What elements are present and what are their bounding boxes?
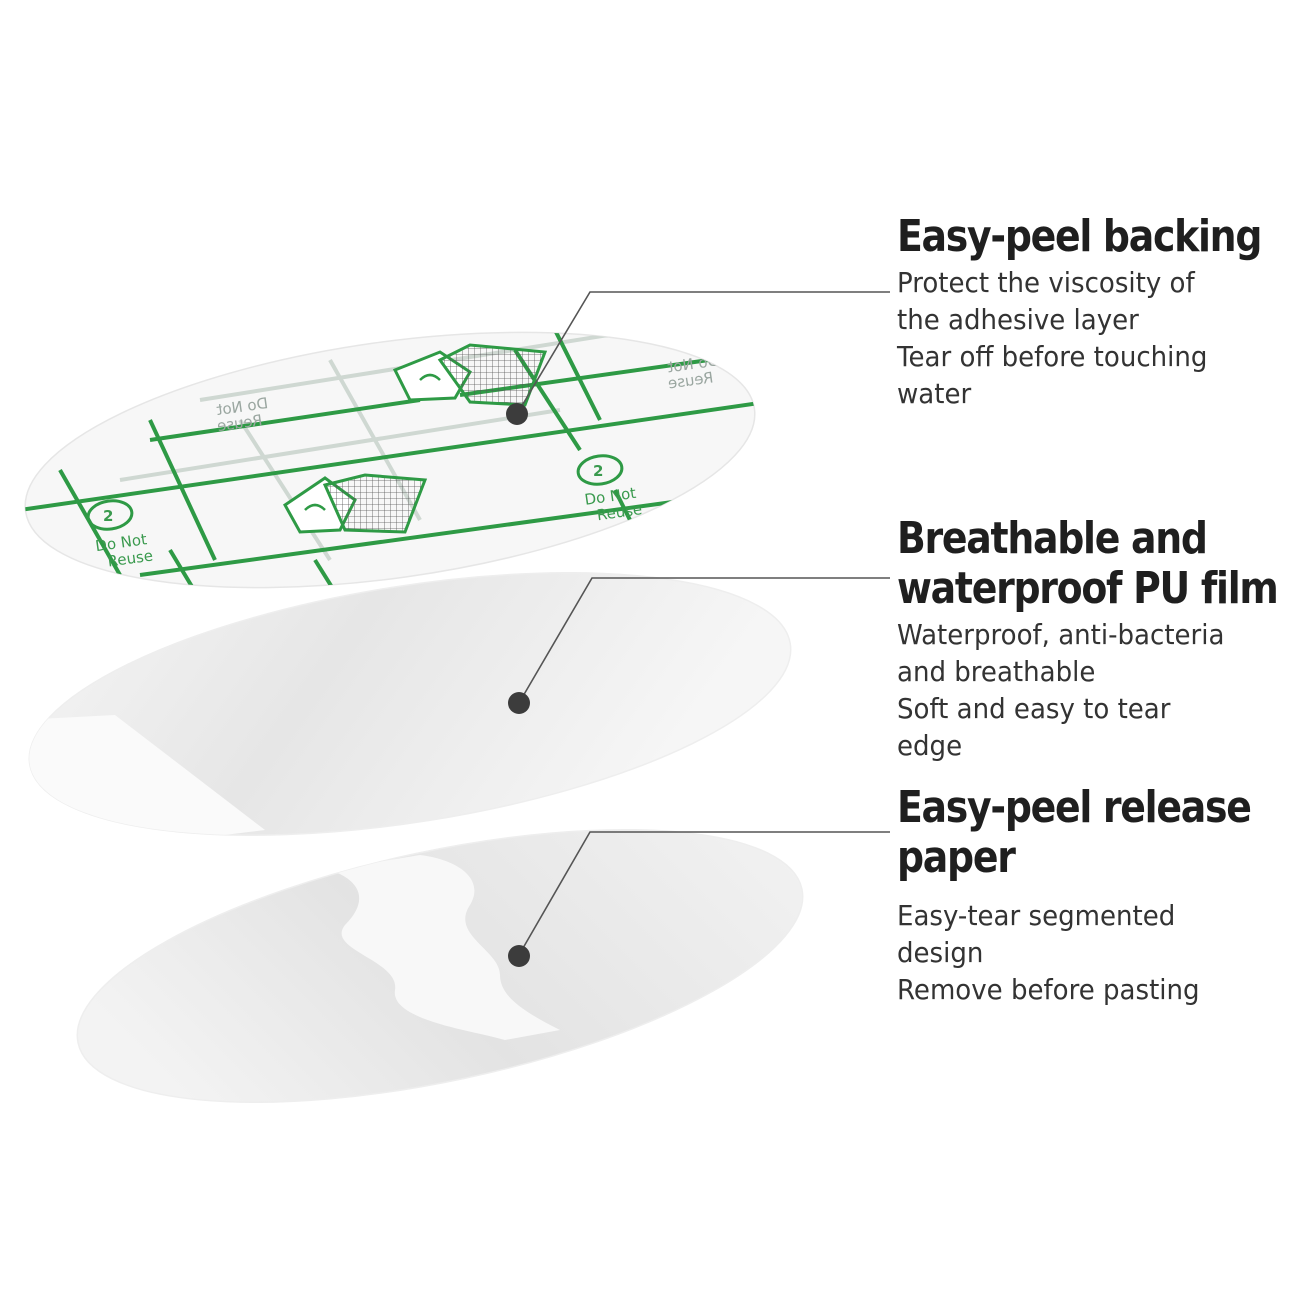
segment-strip xyxy=(330,855,560,1040)
callout-description: Easy-tear segmented design Remove before… xyxy=(897,899,1200,1006)
callout-release-paper: Easy-peel release paper Easy-tear segmen… xyxy=(897,783,1287,1008)
numbered-mark-icon: 2 xyxy=(86,499,134,531)
numbered-mark-icon: 2 xyxy=(576,454,624,486)
callout-film: Breathable and waterproof PU film Waterp… xyxy=(897,514,1287,764)
peel-symbol-icon xyxy=(392,343,548,407)
leader-line xyxy=(516,291,890,956)
callout-title: Breathable and waterproof PU film xyxy=(897,513,1279,614)
peel-symbol-icon xyxy=(283,473,428,534)
release-paper-layer xyxy=(76,828,804,1104)
svg-text:2: 2 xyxy=(103,507,113,525)
callout-backing: Easy-peel backing Protect the viscosity … xyxy=(897,212,1287,412)
svg-text:2: 2 xyxy=(593,462,603,480)
callout-title: Easy-peel release paper xyxy=(897,782,1252,883)
pointer-dot xyxy=(508,692,530,714)
backing-layer: 2 2 Do Not Reuse Do Not Reuse Do Not Reu… xyxy=(19,328,771,602)
callout-title: Easy-peel backing xyxy=(897,211,1262,262)
callout-description: Waterproof, anti-bacteria and breathable… xyxy=(897,618,1225,762)
pointer-dot xyxy=(506,403,528,425)
callout-description: Protect the viscosity of the adhesive la… xyxy=(897,266,1208,410)
pointer-dot xyxy=(508,945,530,967)
pu-film-layer xyxy=(20,572,792,860)
